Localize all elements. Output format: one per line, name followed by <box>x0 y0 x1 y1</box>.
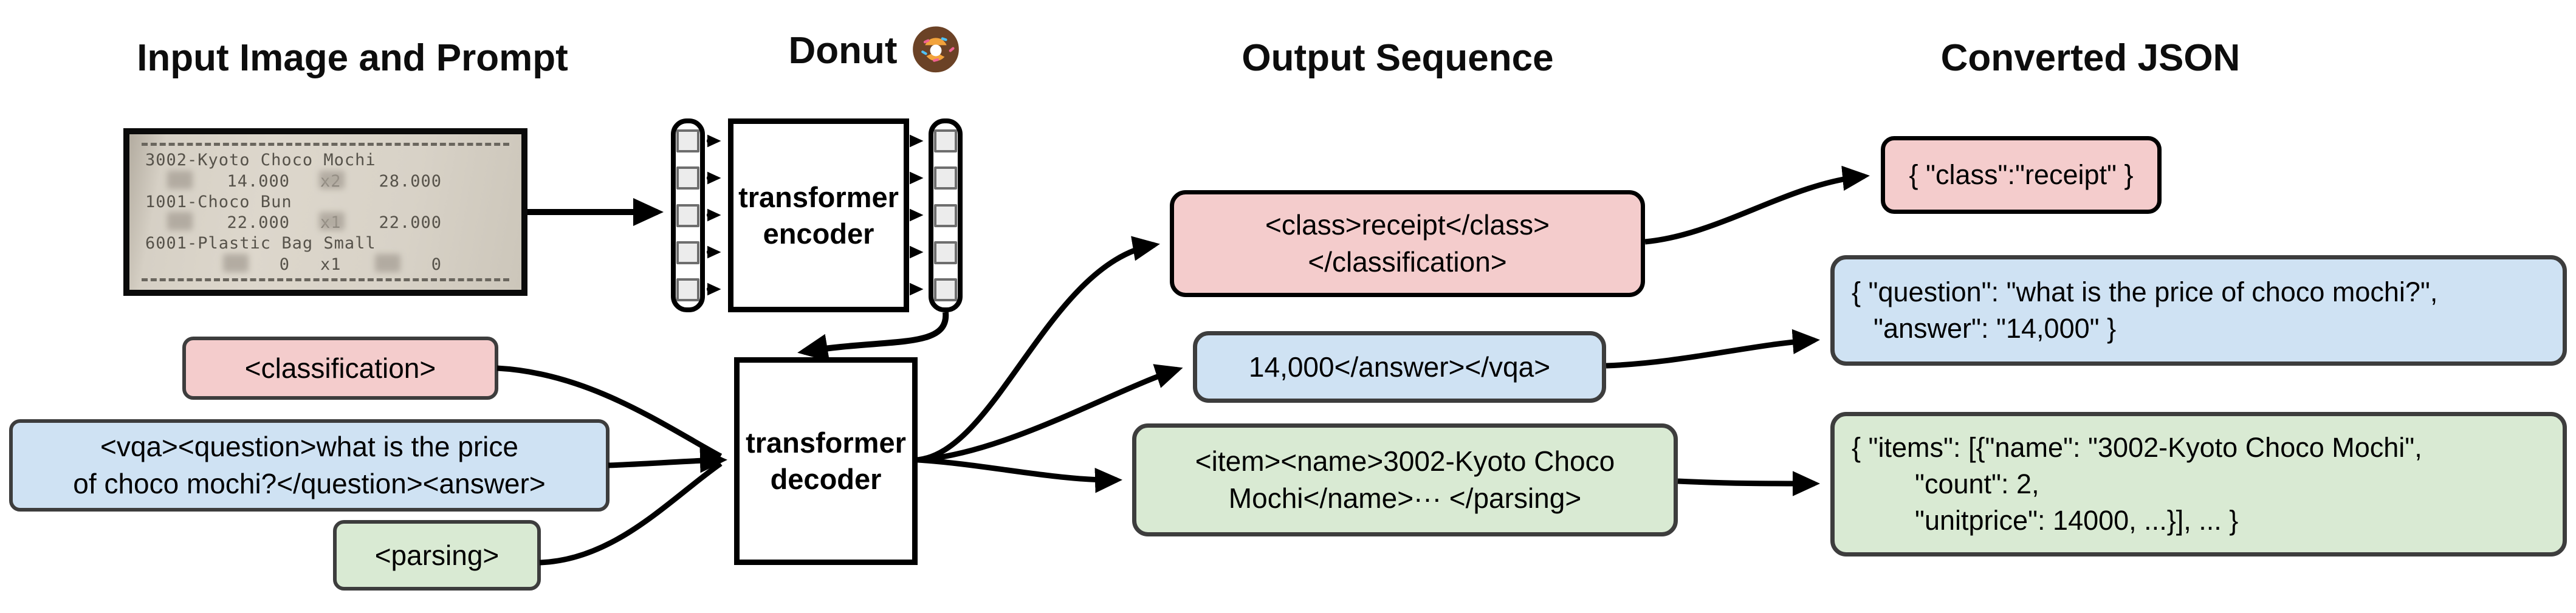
json-parsing-line2: "count": 2, <box>1915 468 2039 499</box>
receipt-total-price: 0 <box>431 255 442 275</box>
json-parsing-line1: { "items": [{"name": "3002-Kyoto Choco M… <box>1852 432 2422 463</box>
json-box-classification: { "class":"receipt" } <box>1881 136 2162 214</box>
json-box-vqa: { "question": "what is the price of choc… <box>1830 255 2567 366</box>
heading-donut: Donut <box>687 24 1063 77</box>
json-classification-line1: { "class":"receipt" } <box>1909 159 2134 190</box>
decoder-label-line2: decoder <box>770 463 882 495</box>
output-parsing-line2: Mochi</name>··· </parsing> <box>1228 482 1582 514</box>
image-patch-token <box>676 278 699 301</box>
heading-input-image-and-prompt: Input Image and Prompt <box>137 37 568 79</box>
transformer-decoder-box: transformer decoder <box>734 357 918 565</box>
image-patch-token <box>676 241 699 264</box>
receipt-unit-price: 22.000 <box>227 213 290 233</box>
prompt-classification-text: <classification> <box>244 352 436 384</box>
heading-donut-label: Donut <box>788 29 898 72</box>
receipt-item-name: 6001-Plastic Bag Small <box>145 234 376 253</box>
receipt-image: 3002-Kyoto Choco Mochi 14.000 x2 28.000 … <box>123 128 527 296</box>
arrow-output-to-json-parsing <box>1677 471 1820 496</box>
arrow-decoder-to-output-parsing <box>917 457 1122 493</box>
embedding-token <box>934 278 957 301</box>
receipt-unit-price: 0 <box>279 255 290 275</box>
image-patch-token <box>676 204 699 227</box>
image-patch-token <box>676 129 699 152</box>
embedding-token <box>934 129 957 152</box>
receipt-price-row: 0 x1 0 <box>138 254 513 275</box>
output-classification-line2: </classification> <box>1308 246 1507 278</box>
heading-converted-json: Converted JSON <box>1940 37 2241 79</box>
transformer-encoder-box: transformer encoder <box>728 118 909 312</box>
arrow-output-to-json-vqa <box>1606 329 1820 369</box>
redacted-blur-patch <box>223 254 249 273</box>
redacted-blur-patch <box>319 212 345 231</box>
receipt-dashed-rule-top <box>142 143 509 146</box>
output-classification-line1: <class>receipt</class> <box>1265 209 1550 241</box>
arrow-encoder-to-decoder <box>797 312 949 362</box>
prompt-vqa-line2: of choco mochi?</question><answer> <box>73 468 546 499</box>
embedding-token <box>934 166 957 190</box>
embedding-token <box>934 241 957 264</box>
encoder-output-token-column <box>929 118 963 312</box>
output-box-parsing: <item><name>3002-Kyoto Choco Mochi</name… <box>1132 423 1678 536</box>
receipt-price-row: 14.000 x2 28.000 <box>138 170 513 191</box>
json-box-parsing: { "items": [{"name": "3002-Kyoto Choco M… <box>1830 412 2567 556</box>
arrows-tokens-to-encoder <box>707 134 721 296</box>
redacted-blur-patch <box>375 254 400 273</box>
encoder-input-token-column <box>671 118 705 312</box>
output-box-classification: <class>receipt</class> </classification> <box>1170 190 1645 297</box>
prompt-box-vqa: <vqa><question>what is the price of choc… <box>9 419 610 512</box>
prompt-box-classification: <classification> <box>182 337 498 400</box>
json-parsing-line3: "unitprice": 14000, ...}], ... } <box>1915 505 2239 536</box>
json-vqa-line1: { "question": "what is the price of choc… <box>1852 276 2438 307</box>
decoder-label-line1: transformer <box>746 426 906 459</box>
redacted-blur-patch <box>319 170 345 189</box>
receipt-item-name: 3002-Kyoto Choco Mochi <box>145 150 376 170</box>
image-patch-token <box>676 166 699 190</box>
receipt-dashed-rule-bottom <box>142 278 509 281</box>
output-vqa-line1: 14,000</answer></vqa> <box>1248 351 1551 383</box>
receipt-total-price: 28.000 <box>379 171 442 191</box>
redacted-blur-patch <box>167 170 193 189</box>
arrows-encoder-to-tokens <box>910 134 924 296</box>
arrow-prompt-vqa-to-decoder <box>608 448 727 473</box>
prompt-vqa-line1: <vqa><question>what is the price <box>100 431 518 462</box>
redacted-blur-patch <box>167 212 193 231</box>
output-parsing-line1: <item><name>3002-Kyoto Choco <box>1195 445 1615 477</box>
arrow-output-to-json-classification <box>1644 165 1870 245</box>
encoder-label-line1: transformer <box>738 180 899 213</box>
encoder-label-line2: encoder <box>763 217 874 250</box>
receipt-price-row: 22.000 x1 22.000 <box>138 212 513 233</box>
prompt-parsing-text: <parsing> <box>374 539 500 571</box>
json-vqa-line2: "answer": "14,000" } <box>1874 313 2117 344</box>
receipt-quantity: x1 <box>320 255 342 275</box>
receipt-total-price: 22.000 <box>379 213 442 233</box>
prompt-box-parsing: <parsing> <box>333 520 541 591</box>
output-box-vqa: 14,000</answer></vqa> <box>1193 331 1606 403</box>
receipt-item-name: 1001-Choco Bun <box>145 192 292 211</box>
heading-output-sequence: Output Sequence <box>1242 37 1554 79</box>
receipt-unit-price: 14.000 <box>227 171 290 191</box>
embedding-token <box>934 204 957 227</box>
donut-icon <box>912 26 959 73</box>
